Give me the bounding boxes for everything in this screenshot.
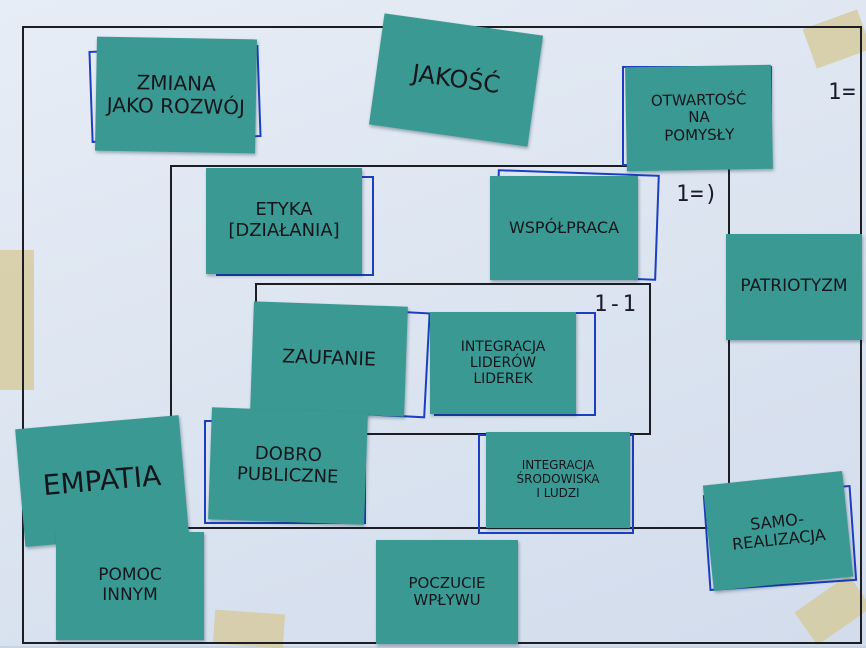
note-otwartosc-na-pomysly: Otwartość na pomysły [625, 64, 773, 172]
note-jakosc: Jakość [368, 13, 544, 147]
note-text: Samo- realizacja [731, 508, 827, 554]
note-integracja-srodowiska-i-ludzi: Integracja środowiska i ludzi [486, 432, 630, 528]
note-text: Jakość [410, 59, 502, 100]
note-text: Patriotyzm [740, 276, 848, 297]
note-text: Integracja liderów liderek [460, 338, 546, 388]
outer-tier-mark: 1= [828, 80, 857, 105]
note-text: Etyka [działania] [228, 199, 340, 241]
inner-tier-mark: 1-1 [594, 292, 637, 317]
note-text: Poczucie wpływu [408, 573, 486, 609]
note-wspolpraca: Współpraca [490, 176, 638, 280]
note-text: Zmiana jako rozwój [106, 70, 246, 120]
note-empatia: Empatia [15, 415, 189, 547]
middle-tier-mark: 1=) [676, 182, 719, 207]
note-text: Współpraca [508, 217, 620, 237]
note-pomoc-innym: Pomoc innym [56, 532, 204, 640]
note-integracja-liderow-liderek: Integracja liderów liderek [430, 312, 576, 414]
note-text: Empatia [41, 458, 163, 503]
note-patriotyzm: Patriotyzm [726, 234, 862, 340]
note-poczucie-wplywu: Poczucie wpływu [376, 540, 518, 644]
note-etyka-dzialania: Etyka [działania] [206, 168, 362, 274]
note-text: Pomoc innym [98, 565, 162, 605]
middle-frame [170, 165, 730, 529]
note-text: Zaufanie [281, 345, 377, 371]
note-text: Dobro publiczne [236, 443, 339, 488]
note-text: Integracja środowiska i ludzi [516, 458, 600, 500]
note-zaufanie: Zaufanie [250, 301, 408, 417]
note-zmiana-jako-rozwoj: Zmiana jako rozwój [95, 36, 257, 154]
note-samorealizacja: Samo- realizacja [702, 470, 854, 592]
note-text: Otwartość na pomysły [650, 90, 747, 145]
tape-left [0, 250, 34, 390]
note-dobro-publiczne: Dobro publiczne [208, 407, 368, 525]
